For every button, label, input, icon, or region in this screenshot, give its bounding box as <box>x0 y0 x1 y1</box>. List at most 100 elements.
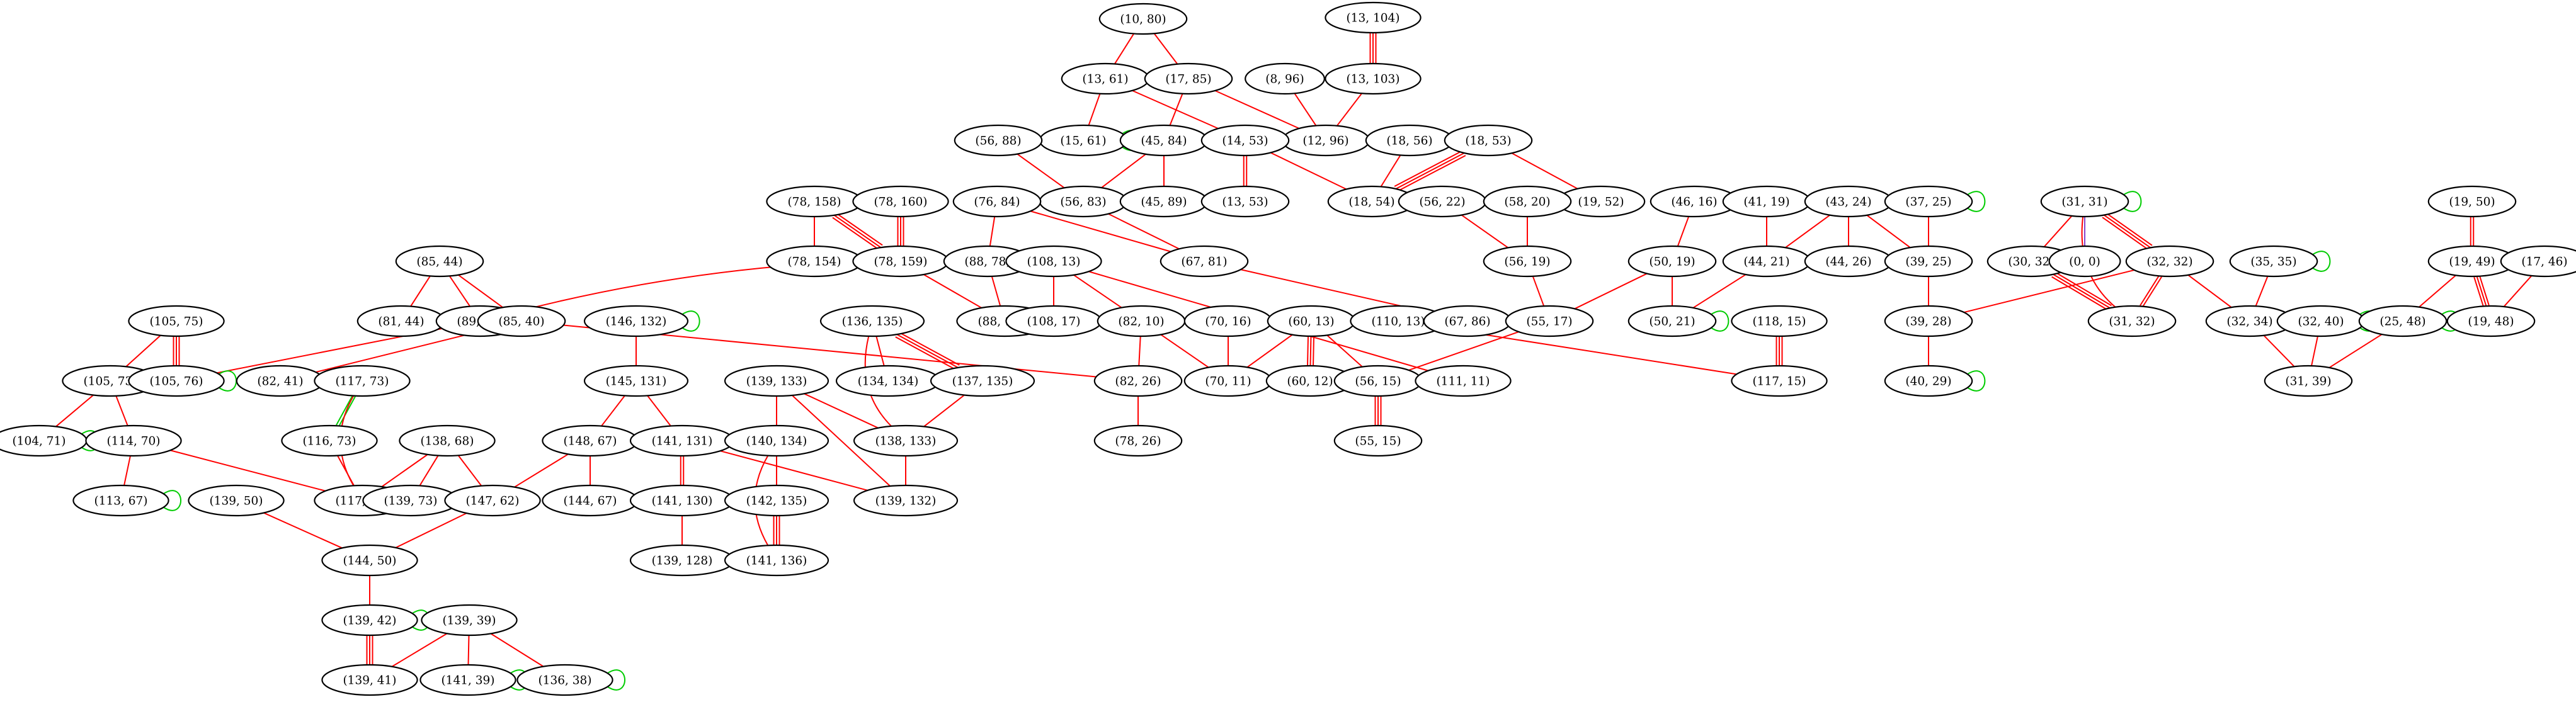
node-ellipse <box>1200 185 1290 218</box>
edge-n21-n25 <box>1030 210 1171 252</box>
graph-node: (136, 135) <box>819 305 925 337</box>
edge-line <box>1114 33 1135 65</box>
node-label: (13, 104) <box>1346 12 1399 25</box>
graph-node: (56, 19) <box>1483 245 1572 278</box>
edge-line <box>1101 154 1146 188</box>
edge-n108-n111 <box>490 633 544 667</box>
graph-node: (137, 135) <box>930 365 1035 397</box>
edge-n39-n42 <box>2051 271 2112 312</box>
node-ellipse <box>2446 305 2536 337</box>
edge-n63-n82 <box>2311 336 2318 366</box>
node-ellipse <box>1325 62 1422 95</box>
node-label: (56, 19) <box>1504 256 1550 269</box>
edge-line <box>792 395 891 487</box>
edge-n11-n12 <box>1017 153 1065 189</box>
node-label: (17, 46) <box>2521 256 2567 269</box>
edge-n46-n65 <box>2503 275 2533 307</box>
edge-line <box>1677 216 1690 247</box>
node-ellipse <box>477 305 566 337</box>
edge-line <box>338 396 356 427</box>
node-label: (60, 12) <box>1287 375 1333 388</box>
node-ellipse <box>85 424 182 457</box>
graph-node: (19, 52) <box>1556 185 1646 218</box>
node-label: (88, 78) <box>964 256 1010 269</box>
node-label: (17, 85) <box>1165 73 1211 86</box>
edge-line <box>895 336 957 371</box>
self-loop-n43 <box>2311 251 2331 272</box>
node-ellipse <box>1731 365 1828 397</box>
edge-n88-n99 <box>457 455 482 487</box>
edge-n3-n7 <box>1214 90 1300 129</box>
node-label: (32, 32) <box>2146 256 2192 269</box>
edge-line <box>410 275 431 307</box>
node-label: (78, 26) <box>1115 435 1161 448</box>
edge-line <box>419 455 439 486</box>
graph-node: (139, 128) <box>629 544 735 577</box>
node-label: (50, 19) <box>1649 256 1695 269</box>
edge-n83-n87 <box>336 395 356 427</box>
edge-n87-n97 <box>337 455 355 486</box>
graph-node: (148, 67) <box>542 424 639 457</box>
node-label: (37, 25) <box>1905 196 1951 209</box>
edge-n62-n82 <box>2263 335 2295 367</box>
edge-n19-n23 <box>832 212 883 251</box>
edge-line <box>316 329 486 373</box>
edge-n31-n58 <box>1574 273 1648 310</box>
graph-node: (139, 41) <box>321 664 418 696</box>
node-label: (82, 41) <box>257 375 303 388</box>
graph-node: (37, 25) <box>1884 185 1973 218</box>
edge-n12-n25 <box>1108 213 1180 250</box>
edge-n2-n8 <box>1088 93 1101 126</box>
edge-line <box>2328 334 2383 368</box>
edge-n55-n78 <box>1326 334 1363 368</box>
edge-n108-n109 <box>391 633 448 667</box>
graph-node: (31, 39) <box>2264 365 2353 397</box>
node-label: (141, 39) <box>441 674 494 688</box>
edge-line <box>2051 276 2109 312</box>
graph-node: (136, 38) <box>516 664 613 696</box>
edge-n10-n14 <box>1243 156 1248 186</box>
edge-line <box>2140 275 2160 306</box>
edge-n34-n33 <box>1785 214 1830 249</box>
graph-node: (140, 134) <box>724 424 829 457</box>
node-label: (82, 10) <box>1118 315 1164 329</box>
node-label: (81, 44) <box>378 315 424 329</box>
node-ellipse <box>1093 424 1183 457</box>
node-ellipse <box>1098 3 1188 35</box>
edge-n68-n73 <box>875 336 885 366</box>
graph-node: (14, 53) <box>1200 124 1290 157</box>
node-label: (44, 21) <box>1743 256 1789 269</box>
edge-line <box>989 216 996 247</box>
edge-n4-n5 <box>1369 33 1377 64</box>
edge-n58-n78 <box>1408 331 1519 371</box>
node-label: (144, 50) <box>343 555 396 568</box>
node-ellipse <box>819 305 925 337</box>
edge-n1-n3 <box>1153 33 1178 65</box>
edge-line <box>2419 275 2456 308</box>
edge-n23-n26 <box>923 274 982 309</box>
edge-n50-n71 <box>316 329 486 373</box>
node-ellipse <box>724 365 829 397</box>
node-ellipse <box>421 604 518 637</box>
edge-line <box>1153 33 1178 65</box>
graph-node: (82, 26) <box>1093 365 1183 397</box>
graph-node: (17, 46) <box>2500 245 2576 278</box>
edge-n16-n17 <box>1394 150 1466 192</box>
edge-line <box>1088 93 1101 126</box>
graph-node: (104, 71) <box>0 424 88 457</box>
edge-line <box>835 212 883 246</box>
node-label: (31, 31) <box>2061 196 2107 209</box>
graph-node: (78, 160) <box>852 185 949 218</box>
edge-n84-n92 <box>804 393 879 429</box>
node-label: (139, 42) <box>343 614 396 628</box>
node-ellipse <box>2500 245 2576 278</box>
node-ellipse <box>1245 62 1325 95</box>
node-label: (85, 40) <box>498 315 544 329</box>
graph-node: (31, 32) <box>2087 305 2177 337</box>
edge-line <box>2473 276 2485 307</box>
graph-node: (50, 19) <box>1627 245 1717 278</box>
self-loop-n81 <box>1966 370 1986 392</box>
graph-node: (39, 28) <box>1884 305 1973 337</box>
edge-line <box>123 455 131 486</box>
